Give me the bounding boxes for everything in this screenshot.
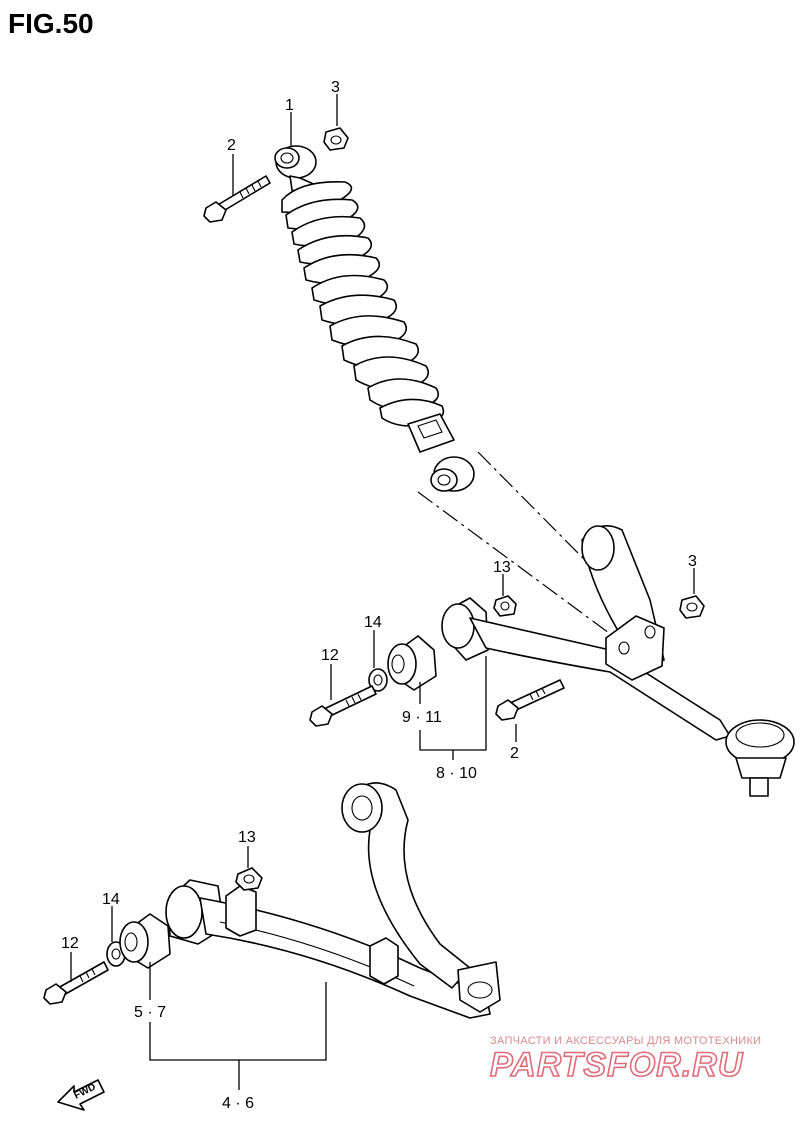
callout-lower-arm-washer-14: 14	[102, 891, 120, 908]
figure-title: FIG.50	[8, 8, 94, 39]
lower-arm-nut-13[interactable]	[235, 867, 263, 891]
callout-upper-arm-bushing: 9 · 11	[402, 709, 442, 726]
watermark: ЗАПЧАСТИ И АКСЕССУАРЫ ДЛЯ МОТОТЕХНИКИ PA…	[489, 1035, 761, 1085]
callout-upper-arm-assy: 8 · 10	[436, 765, 477, 782]
callout-upper-arm-nut: 3	[688, 553, 697, 570]
callout-upper-arm-nut-13: 13	[493, 559, 511, 576]
coil-spring	[281, 181, 445, 427]
upper-ball-joint	[725, 719, 795, 797]
callout-lower-arm-nut-13: 13	[238, 829, 256, 846]
lower-arm[interactable]	[165, 782, 501, 1019]
upper-arm-washer[interactable]	[368, 668, 388, 692]
callout-lower-arm-assy: 4 · 6	[222, 1095, 254, 1112]
lower-arm-bushing[interactable]	[119, 913, 171, 969]
callout-upper-arm-bolt-12: 12	[321, 647, 339, 664]
upper-arm-nut[interactable]	[679, 595, 705, 619]
shock-absorber[interactable]	[274, 145, 475, 492]
callout-shock-nut: 3	[331, 79, 340, 96]
shock-bottom-bushing[interactable]	[430, 456, 475, 492]
callout-upper-arm-bolt: 2	[510, 745, 519, 762]
upper-arm-bolt[interactable]	[495, 679, 565, 721]
callout-lower-arm-bolt-12: 12	[61, 935, 79, 952]
callout-upper-arm-washer-14: 14	[364, 614, 382, 631]
watermark-tagline: ЗАПЧАСТИ И АКСЕССУАРЫ ДЛЯ МОТОТЕХНИКИ	[490, 1035, 761, 1047]
lower-arm-bolt-12[interactable]	[43, 961, 109, 1005]
shock-top-bushing[interactable]	[274, 145, 317, 179]
shock-nut[interactable]	[323, 127, 349, 151]
upper-arm-nut-13[interactable]	[493, 595, 517, 617]
callout-shock-bolt: 2	[227, 137, 236, 154]
watermark-brand: PARTSFOR.RU	[490, 1046, 744, 1084]
callout-lower-arm-bushing: 5 · 7	[134, 1004, 166, 1021]
upper-arm-bolt-12[interactable]	[309, 685, 377, 727]
shock-bolt[interactable]	[203, 175, 271, 223]
fwd-arrow-icon: FWD	[57, 1079, 105, 1111]
upper-arm[interactable]	[441, 524, 795, 797]
upper-arm-bushing[interactable]	[387, 635, 437, 691]
callout-shock-bushing: 1	[285, 97, 294, 114]
